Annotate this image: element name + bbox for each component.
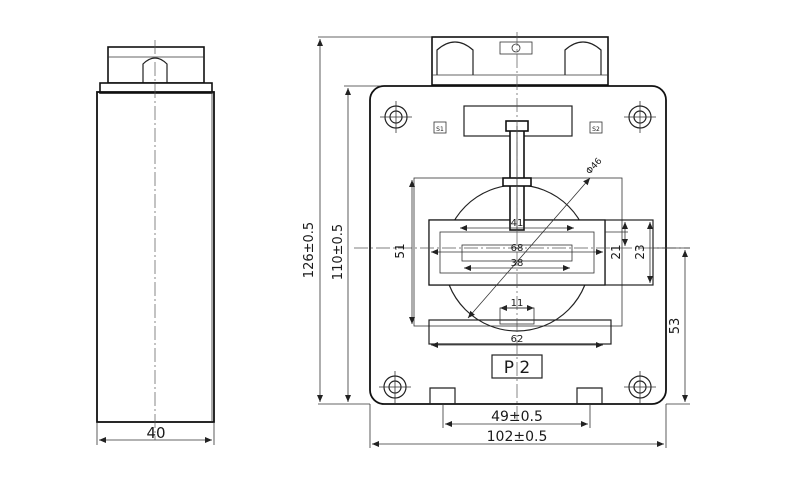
height-outer-label: 126±0.5	[302, 222, 317, 278]
mount-hole-bottom-left	[379, 371, 411, 403]
front-terminal-arch-left	[436, 41, 474, 75]
right-dim-23: 23	[633, 244, 647, 259]
bottom-notch	[499, 307, 535, 325]
window-width-label: 62	[511, 334, 524, 345]
side-terminal-block	[107, 46, 205, 84]
mount-spacing-label: 49±0.5	[491, 409, 543, 425]
right-tab	[604, 219, 654, 286]
nameplate-box	[491, 354, 543, 379]
front-terminal-screw-head	[511, 43, 521, 53]
terminal-mark-right-box	[589, 121, 603, 134]
mount-hole-top-right	[624, 101, 656, 133]
window-height-label: 51	[393, 243, 407, 258]
gap-label: 11	[511, 298, 524, 309]
front-terminal-screw	[499, 41, 533, 55]
nameplate-label: P 2	[504, 358, 530, 378]
right-dim-21: 21	[609, 244, 623, 259]
front-view: S1 S2 Φ46 41	[302, 32, 690, 448]
mount-hole-bottom-right	[624, 371, 656, 403]
diameter-leader	[467, 177, 591, 319]
mount-hole-top-left	[380, 101, 412, 133]
diameter-label: Φ46	[585, 156, 605, 177]
front-terminal-arch-right	[564, 41, 602, 75]
bottom-lug-right	[576, 387, 603, 404]
side-terminal-base	[99, 82, 213, 94]
terminal-mark-left-box	[433, 121, 447, 134]
slot-width-label: 41	[511, 218, 524, 229]
width-bottom-label: 102±0.5	[487, 429, 548, 445]
terminal-mark-right: S2	[592, 126, 600, 133]
front-body	[369, 85, 667, 405]
terminal-mark-left: S1	[436, 126, 444, 133]
right-dim-53: 53	[668, 318, 683, 335]
height-inner-label: 110±0.5	[331, 224, 346, 280]
front-terminal-block	[431, 36, 609, 86]
side-width-label: 40	[146, 424, 165, 442]
bottom-lug-left	[429, 387, 456, 404]
busbar-width-label: 68	[511, 243, 524, 254]
side-view: 40	[96, 40, 215, 445]
side-body	[96, 91, 215, 423]
busbar-inner-label: 38	[511, 258, 524, 269]
